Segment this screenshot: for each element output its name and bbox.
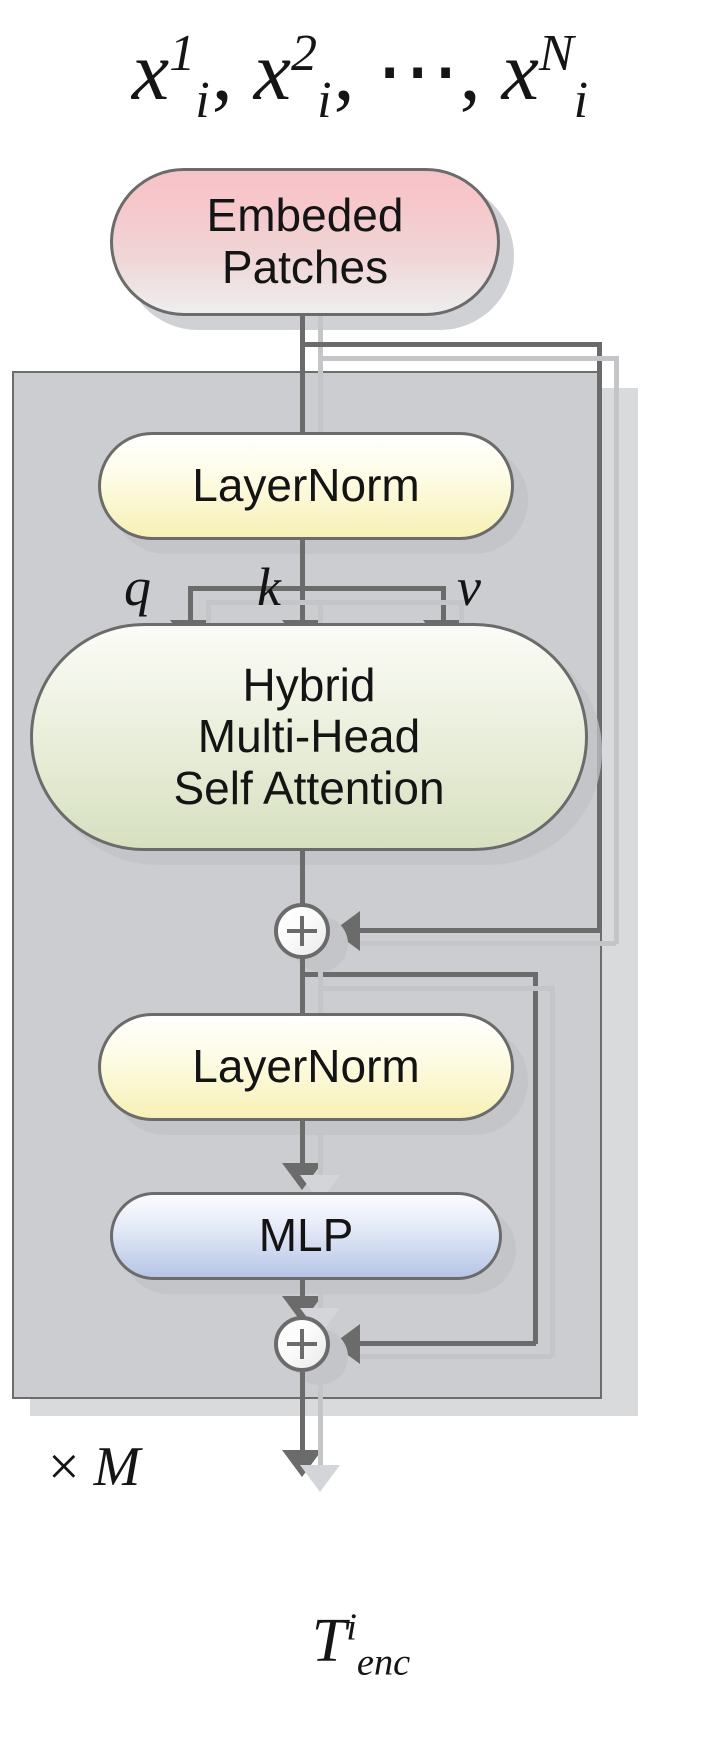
residual-1-bottom	[360, 928, 600, 933]
v-leg	[441, 586, 446, 628]
q-label: q	[124, 557, 151, 617]
ghost-residual-1-bottom	[360, 941, 616, 946]
ghost-residual-2-bottom	[360, 1354, 552, 1359]
ghost-residual-1-top	[318, 356, 618, 361]
edge-add1-to-layernorm2	[300, 957, 305, 1017]
layernorm-2-label: LayerNorm	[192, 1040, 420, 1093]
k-label: k	[257, 557, 281, 617]
residual-2-top	[300, 972, 538, 977]
layernorm-2-node[interactable]: LayerNorm	[98, 1013, 514, 1121]
ghost-residual-2-top	[318, 986, 554, 991]
embeded-patches-node[interactable]: Embeded Patches	[110, 168, 500, 316]
mlp-node[interactable]: MLP	[110, 1192, 502, 1280]
ghost-qkv-split-bar	[206, 600, 464, 605]
attention-line-1: Hybrid	[242, 658, 376, 711]
ghost-edge-layernorm2-to-mlp	[318, 1135, 323, 1179]
ghost-stem-embed	[318, 316, 323, 444]
embeded-patches-line-1: Embeded	[206, 189, 404, 242]
hybrid-multi-head-self-attention-node[interactable]: Hybrid Multi-Head Self Attention	[30, 623, 588, 851]
residual-add-mlp[interactable]	[274, 1316, 330, 1372]
q-leg	[188, 586, 193, 628]
ghost-edge-add2-to-output	[318, 1385, 323, 1477]
edge-embed-to-layernorm1	[300, 316, 305, 434]
k-leg	[300, 586, 305, 628]
encoder-output-label: Tienc	[311, 1606, 411, 1684]
v-label: v	[457, 557, 481, 617]
embeded-patches-line-2: Patches	[221, 241, 389, 293]
repeat-count-label: × M	[48, 1436, 141, 1498]
layernorm-1-label: LayerNorm	[192, 459, 420, 512]
ghost-q-leg	[206, 600, 211, 640]
input-token-sequence-label: x1i, x2i, ⋯, xNi	[131, 25, 589, 129]
ghost-edge-add1	[318, 957, 323, 1029]
edge-attention-to-add1	[300, 851, 305, 907]
residual-1-top	[300, 342, 602, 347]
ghost-v-leg	[459, 600, 464, 640]
qkv-split-bar	[188, 586, 446, 591]
residual-add-attention[interactable]	[274, 903, 330, 959]
attention-line-2: Multi-Head	[197, 710, 421, 763]
edge-layernorm2-to-mlp	[300, 1121, 305, 1167]
ghost-k-leg	[318, 600, 323, 640]
ghost-residual-1-right	[614, 356, 619, 944]
residual-2-right	[533, 972, 538, 1344]
layernorm-1-node[interactable]: LayerNorm	[98, 432, 514, 540]
residual-2-bottom	[360, 1341, 536, 1346]
residual-1-right	[597, 342, 602, 931]
edge-layernorm1-to-qkv	[300, 540, 305, 591]
ghost-residual-2-right	[550, 986, 555, 1357]
ghost-output-arrowhead	[300, 1465, 340, 1492]
attention-line-3: Self Attention	[173, 761, 445, 814]
edge-add2-to-output	[300, 1372, 305, 1462]
mlp-label: MLP	[258, 1209, 354, 1262]
